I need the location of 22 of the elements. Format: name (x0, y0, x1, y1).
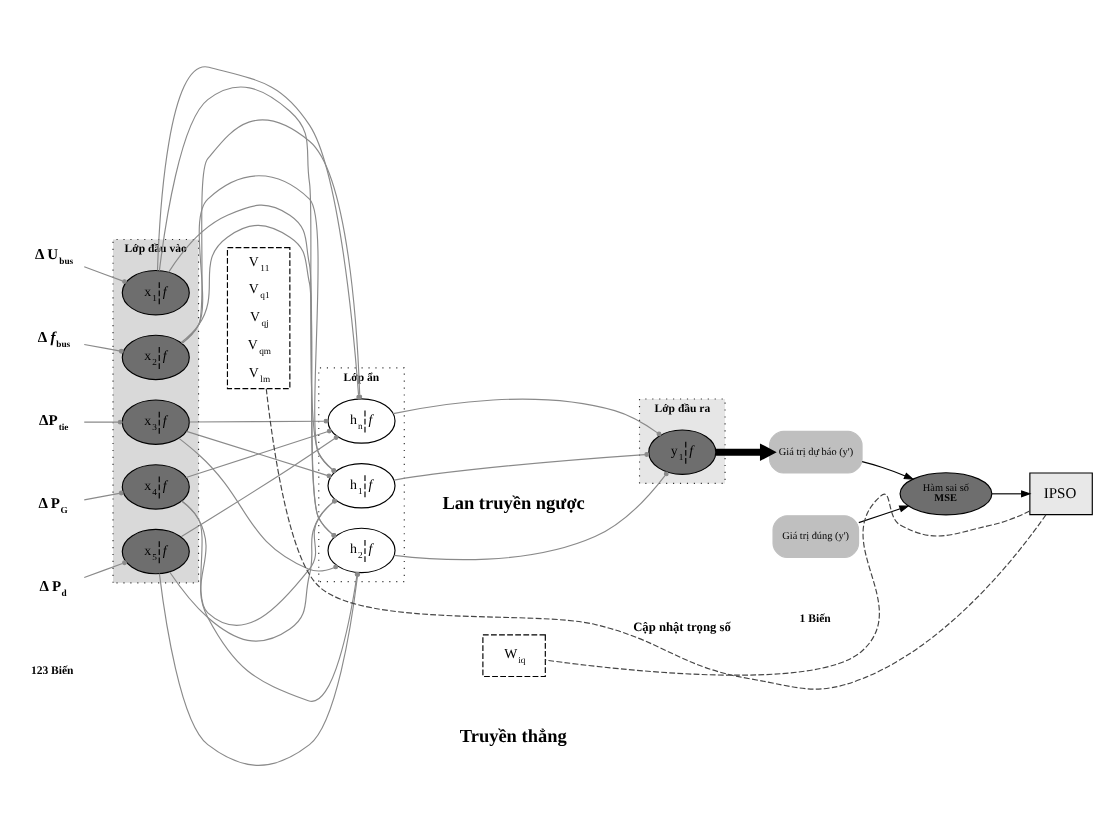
connector (265, 388, 1047, 690)
connector (181, 175, 337, 474)
connector (392, 398, 662, 437)
connector (545, 493, 1031, 676)
connector (83, 419, 123, 425)
arrow (861, 461, 915, 480)
label: Truyền thẳng (459, 726, 567, 747)
connector (83, 490, 124, 501)
connector (158, 86, 337, 474)
connector (83, 560, 127, 579)
arrow (715, 443, 777, 461)
arrow (991, 490, 1032, 498)
connector (393, 471, 669, 561)
arrow (858, 505, 910, 524)
connector (178, 437, 339, 572)
connector (189, 418, 329, 424)
connector (393, 452, 650, 481)
connector (83, 266, 127, 285)
connector (169, 498, 337, 642)
connector (83, 343, 124, 354)
connector (180, 435, 339, 538)
label: Lan truyền ngược (442, 492, 585, 513)
